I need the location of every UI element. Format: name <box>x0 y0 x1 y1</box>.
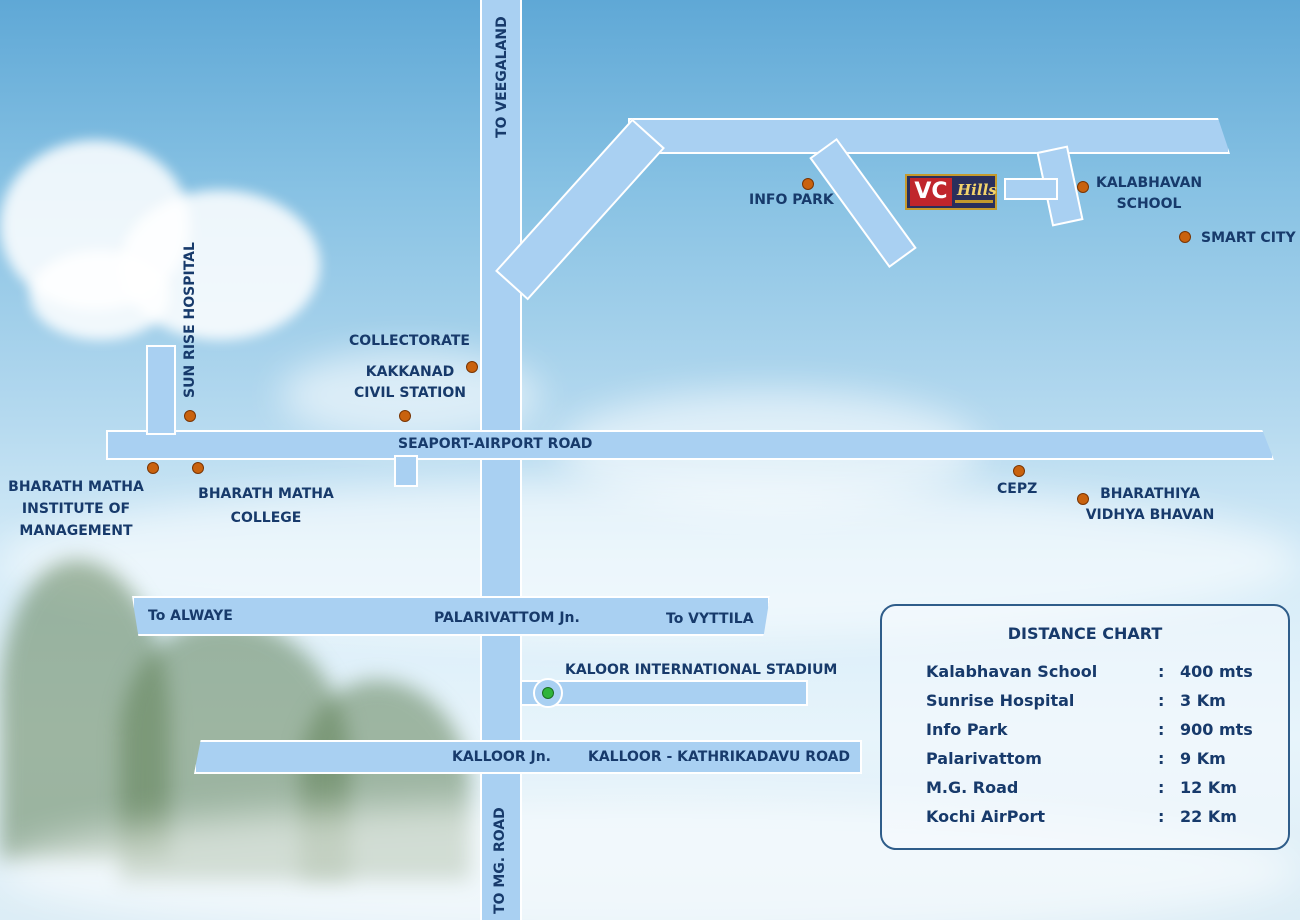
distance-row: Palarivattom : 9 Km <box>926 745 1266 773</box>
label-to-veegaland: TO VEEGALAND <box>494 16 510 138</box>
logo-hills-text: Hills <box>957 181 997 199</box>
label-bharath-matha-college: BHARATH MATHA COLLEGE <box>198 486 334 526</box>
kaloor-stadium-marker <box>542 687 554 699</box>
kalabhavan-school-marker <box>1077 181 1089 193</box>
label-kakkanad-civil-station: KAKKANAD CIVIL STATION <box>354 364 466 401</box>
distance-value: 400 mts <box>1180 662 1253 681</box>
distance-row: Kochi AirPort : 22 Km <box>926 803 1266 831</box>
road-sunrise-spur <box>146 345 176 435</box>
distance-place: Palarivattom <box>926 749 1042 768</box>
distance-separator: : <box>1158 691 1165 710</box>
label-to-vyttila: To VYTTILA <box>666 611 754 627</box>
road-veegaland-mg-road <box>480 0 522 920</box>
road-infopark-top <box>628 118 1230 154</box>
label-info-park: INFO PARK <box>749 192 834 208</box>
distance-row: Kalabhavan School : 400 mts <box>926 658 1266 686</box>
label-smart-city: SMART CITY <box>1201 230 1296 246</box>
logo-underline <box>955 200 993 203</box>
distance-row: Info Park : 900 mts <box>926 716 1266 744</box>
distance-place: Kalabhavan School <box>926 662 1098 681</box>
label-to-alwaye: To ALWAYE <box>148 608 233 624</box>
info-park-marker <box>802 178 814 190</box>
bharath-matha-institute-marker <box>147 462 159 474</box>
distance-place: Info Park <box>926 720 1008 739</box>
road-junction-fill <box>482 598 520 634</box>
civil-station-marker <box>399 410 411 422</box>
road-vc-hills-access <box>1004 178 1058 200</box>
distance-place: M.G. Road <box>926 778 1019 797</box>
distance-row: M.G. Road : 12 Km <box>926 774 1266 802</box>
distance-value: 22 Km <box>1180 807 1237 826</box>
cepz-marker <box>1013 465 1025 477</box>
distance-row: Sunrise Hospital : 3 Km <box>926 687 1266 715</box>
label-sun-rise-hospital: SUN RISE HOSPITAL <box>182 242 198 398</box>
distance-value: 12 Km <box>1180 778 1237 797</box>
distance-chart: DISTANCE CHART Kalabhavan School : 400 m… <box>880 604 1290 850</box>
road-kaloor-stadium <box>520 680 808 706</box>
logo-vc-text: VC <box>910 178 952 206</box>
distance-separator: : <box>1158 807 1165 826</box>
distance-value: 9 Km <box>1180 749 1226 768</box>
distance-chart-title: DISTANCE CHART <box>1007 624 1163 643</box>
road-junction-fill <box>482 742 520 772</box>
distance-separator: : <box>1158 662 1165 681</box>
distance-value: 3 Km <box>1180 691 1226 710</box>
label-cepz: CEPZ <box>997 481 1038 497</box>
label-seaport-airport-road: SEAPORT-AIRPORT ROAD <box>398 436 593 452</box>
collectorate-marker <box>466 361 478 373</box>
cloud <box>30 250 170 340</box>
label-kalabhavan-school: KALABHAVAN SCHOOL <box>1096 175 1203 212</box>
label-collectorate: COLLECTORATE <box>349 333 470 349</box>
label-kalloor-kathrikadavu-road: KALLOOR - KATHRIKADAVU ROAD <box>588 749 851 765</box>
road-junction-fill <box>482 432 520 458</box>
label-kaloor-international-stadium: KALOOR INTERNATIONAL STADIUM <box>565 662 838 678</box>
smart-city-marker <box>1179 231 1191 243</box>
label-bharath-matha-institute: BHARATH MATHA INSTITUTE OF MANAGEMENT <box>8 479 144 539</box>
label-bharathiya-vidhya-bhavan: BHARATHIYA VIDHYA BHAVAN <box>1085 486 1215 523</box>
label-to-mg-road: TO MG. ROAD <box>492 807 508 914</box>
vc-hills-logo: VC Hills <box>905 174 997 210</box>
road-civil-station-spur <box>394 455 418 487</box>
road-palarivattom <box>132 596 770 636</box>
label-kalloor-jn: KALLOOR Jn. <box>452 749 551 765</box>
distance-separator: : <box>1158 749 1165 768</box>
distance-separator: : <box>1158 720 1165 739</box>
road-kalloor-kathrikadavu <box>194 740 862 774</box>
distance-separator: : <box>1158 778 1165 797</box>
sun-rise-hospital-marker <box>184 410 196 422</box>
road-seaport-airport <box>106 430 1274 460</box>
label-palarivattom-jn: PALARIVATTOM Jn. <box>434 610 580 626</box>
distance-place: Kochi AirPort <box>926 807 1046 826</box>
distance-value: 900 mts <box>1180 720 1253 739</box>
bharathiya-vidhya-bhavan-marker <box>1077 493 1089 505</box>
distance-place: Sunrise Hospital <box>926 691 1075 710</box>
bharath-matha-college-marker <box>192 462 204 474</box>
